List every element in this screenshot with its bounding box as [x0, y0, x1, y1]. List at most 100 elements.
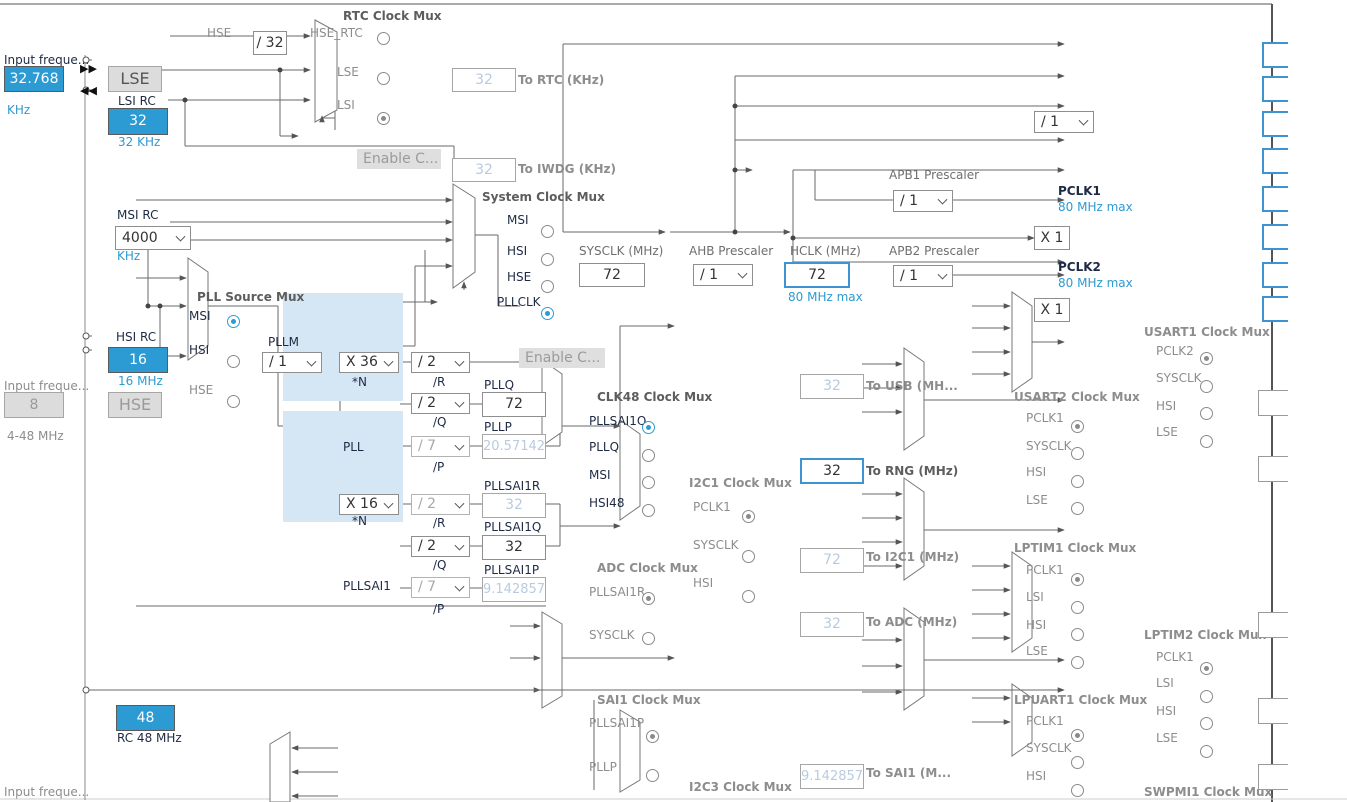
- i2c1-radio-sysclk[interactable]: [742, 550, 755, 563]
- cortex-timer-prescaler-select[interactable]: / 1: [1034, 111, 1094, 133]
- pllp-output-value: 20.571428: [482, 434, 546, 459]
- lse-input-frequency-field[interactable]: 32.768: [4, 66, 64, 92]
- lptim1-radio-hsi[interactable]: [1071, 628, 1084, 641]
- clk48-radio-pllq[interactable]: [642, 449, 655, 462]
- pllsrc-radio-hsi[interactable]: [227, 355, 240, 368]
- apb1-prescaler-label: APB1 Prescaler: [889, 168, 980, 182]
- sysmux-radio-pllclk[interactable]: [541, 307, 554, 320]
- pllq-output-label: PLLQ: [484, 378, 515, 392]
- hse-button[interactable]: HSE: [108, 392, 162, 418]
- pll-n-multiplier-select[interactable]: X 36: [339, 352, 399, 373]
- sysclk-value[interactable]: 72: [579, 263, 645, 287]
- lse-input-frequency-label: Input freque...: [4, 53, 90, 67]
- pllsai1-q-divider-select[interactable]: / 2: [411, 536, 470, 557]
- rtc-hse-divider: / 32: [253, 31, 287, 55]
- pll-q-value: / 2: [418, 395, 437, 411]
- apb2-prescaler-select[interactable]: / 1: [893, 265, 953, 287]
- enable-css-button[interactable]: Enable C...: [357, 149, 441, 169]
- rtc-mux-radio-hse[interactable]: [377, 32, 390, 45]
- lptim1-radio-lse[interactable]: [1071, 656, 1084, 669]
- sysmux-radio-msi[interactable]: [541, 225, 554, 238]
- i2c1-label-pclk1: PCLK1: [693, 500, 731, 514]
- lpuart1-radio-pclk1[interactable]: [1071, 729, 1084, 742]
- usart2-label-sysclk: SYSCLK: [1026, 439, 1072, 453]
- pllsrc-radio-hse[interactable]: [227, 395, 240, 408]
- enable-pll-button[interactable]: Enable C...: [519, 348, 605, 368]
- clk48-label-pllsai1q: PLLSAI1Q: [589, 414, 647, 428]
- pll-r-value: / 2: [418, 354, 437, 370]
- usart2-label-hsi: HSI: [1026, 465, 1047, 479]
- lse-button[interactable]: LSE: [108, 66, 162, 92]
- clk48-radio-hsi48[interactable]: [642, 504, 655, 517]
- rtc-mux-input-hse: HSE_RTC: [310, 26, 363, 40]
- pllsai1-n-value: X 16: [346, 496, 378, 512]
- pll-p-divider-select[interactable]: / 7: [411, 436, 470, 457]
- pllm-label: PLLM: [268, 335, 299, 349]
- hse-input-frequency-field[interactable]: 8: [4, 392, 64, 418]
- pllsai1-q-label: /Q: [433, 558, 447, 572]
- chevron-down-icon: [454, 581, 465, 592]
- lpuart1-radio-hsi[interactable]: [1071, 784, 1084, 797]
- apb2-prescaler-value: / 1: [900, 268, 919, 284]
- usart1-radio-pclk2[interactable]: [1200, 352, 1213, 365]
- lptim1-radio-pclk1[interactable]: [1071, 573, 1084, 586]
- ahb-prescaler-select[interactable]: / 1: [693, 264, 753, 286]
- pllsai1-n-multiplier-select[interactable]: X 16: [339, 494, 399, 515]
- lptim2-radio-lse[interactable]: [1200, 745, 1213, 758]
- lptim1-radio-lsi[interactable]: [1071, 601, 1084, 614]
- lptim2-radio-hsi[interactable]: [1200, 717, 1213, 730]
- pllp-output-label: PLLP: [484, 420, 512, 434]
- clk48-radio-msi[interactable]: [642, 476, 655, 489]
- clk48-label-pllq: PLLQ: [589, 440, 620, 454]
- usart1-radio-hsi[interactable]: [1200, 407, 1213, 420]
- pll-p-value: / 7: [418, 438, 437, 454]
- pllsai1p-output-label: PLLSAI1P: [484, 563, 540, 577]
- sysclk-label: SYSCLK (MHz): [579, 244, 664, 258]
- usart1-radio-lse[interactable]: [1200, 435, 1213, 448]
- apb1-prescaler-select[interactable]: / 1: [893, 190, 953, 212]
- lptim2-radio-pclk1[interactable]: [1200, 662, 1213, 675]
- usart2-radio-pclk1[interactable]: [1071, 420, 1084, 433]
- usart1-label-lse: LSE: [1156, 425, 1178, 439]
- hclk-value[interactable]: 72: [784, 262, 850, 288]
- sai1-radio-pllp[interactable]: [646, 769, 659, 782]
- pllsrc-label-hse: HSE: [189, 383, 214, 397]
- pllsrc-radio-msi[interactable]: [227, 315, 240, 328]
- adc-radio-pllsai1r[interactable]: [642, 592, 655, 605]
- pll-source-mux-title: PLL Source Mux: [197, 290, 305, 304]
- sai1-label-pllsai1p: PLLSAI1P: [589, 716, 645, 730]
- lpuart1-radio-sysclk[interactable]: [1071, 756, 1084, 769]
- usart1-radio-sysclk[interactable]: [1200, 380, 1213, 393]
- usart2-radio-lse[interactable]: [1071, 502, 1084, 515]
- output-box-2: [1262, 76, 1288, 102]
- sysmux-radio-hsi[interactable]: [541, 253, 554, 266]
- lptim2-label-hsi: HSI: [1156, 704, 1177, 718]
- i2c1-radio-pclk1[interactable]: [742, 510, 755, 523]
- pll-q-divider-select[interactable]: / 2: [411, 393, 470, 414]
- sysmux-radio-hse[interactable]: [541, 280, 554, 293]
- msi-rc-select[interactable]: 4000: [115, 226, 191, 250]
- adc-label-pllsai1r: PLLSAI1R: [589, 585, 646, 599]
- pllm-select[interactable]: / 1: [262, 352, 322, 373]
- pll-r-divider-select[interactable]: / 2: [411, 352, 470, 373]
- clk48-radio-pllsai1q[interactable]: [642, 421, 655, 434]
- pllsai1-p-label: /P: [433, 602, 445, 616]
- i2c1-output-label: To I2C1 (MHz): [866, 550, 960, 564]
- output-box-3: [1262, 111, 1288, 137]
- lptim2-radio-lsi[interactable]: [1200, 690, 1213, 703]
- usart2-radio-sysclk[interactable]: [1071, 447, 1084, 460]
- i2c1-radio-hsi[interactable]: [742, 590, 755, 603]
- pllsai1-p-divider-select[interactable]: / 7: [411, 577, 470, 598]
- rtc-mux-radio-lsi[interactable]: [377, 112, 390, 125]
- chevron-down-icon: [454, 356, 465, 367]
- bottom-input-frequency-label: Input freque...: [4, 785, 90, 799]
- rtc-mux-radio-lse[interactable]: [377, 72, 390, 85]
- pllsai1-r-divider-select[interactable]: / 2: [411, 494, 470, 515]
- pclk2-label: PCLK2: [1058, 260, 1101, 274]
- chevron-down-icon: [454, 440, 465, 451]
- adc-radio-sysclk[interactable]: [642, 632, 655, 645]
- usart2-radio-hsi[interactable]: [1071, 475, 1084, 488]
- clk48-label-msi: MSI: [589, 468, 611, 482]
- sai1-radio-pllsai1p[interactable]: [646, 730, 659, 743]
